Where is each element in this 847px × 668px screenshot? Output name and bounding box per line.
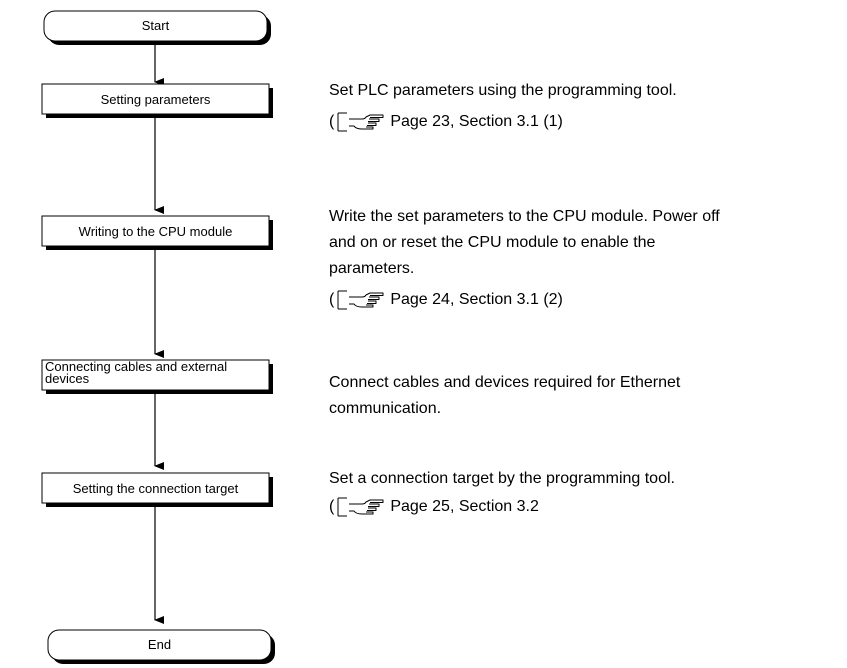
step-label-writing-cpu: Writing to the CPU module (78, 224, 233, 239)
start-terminal (43, 10, 271, 45)
step-label-connecting-line1: Connecting cables and external (45, 359, 228, 374)
ref-text: Page 25, Section 3.2 (390, 498, 539, 515)
end-terminal (47, 629, 275, 664)
ref-open-paren: ( (329, 498, 335, 515)
step-label-setting-parameters: Setting parameters (100, 92, 211, 107)
pointing-hand-icon (337, 112, 384, 132)
step-box (41, 83, 273, 118)
ref-open-paren: ( (329, 291, 335, 308)
step-description: and on or reset the CPU module to enable… (329, 234, 656, 251)
ref-text: Page 24, Section 3.1 (2) (390, 291, 563, 308)
step-description: communication. (329, 400, 442, 417)
step-box (41, 359, 273, 394)
step-description: Connect cables and devices required for … (329, 374, 681, 391)
page-reference: ( Page 24, Section 3.1 (2) (329, 290, 563, 310)
step-description: Set a connection target by the programmi… (329, 470, 675, 487)
step-description: parameters. (329, 260, 415, 277)
step-label-connection-target: Setting the connection target (72, 481, 239, 496)
page-reference: ( Page 25, Section 3.2 (329, 497, 539, 517)
ref-text: Page 23, Section 3.1 (1) (390, 113, 563, 130)
step-box (41, 215, 273, 250)
step-label-connecting-line2: devices (45, 371, 90, 386)
ref-open-paren: ( (329, 113, 335, 130)
start-label: Start (141, 18, 170, 33)
page-reference: ( Page 23, Section 3.1 (1) (329, 112, 563, 132)
end-label: End (147, 637, 172, 652)
step-description: Set PLC parameters using the programming… (329, 82, 677, 99)
step-description: Write the set parameters to the CPU modu… (329, 208, 720, 225)
pointing-hand-icon (337, 497, 384, 517)
pointing-hand-icon (337, 290, 384, 310)
